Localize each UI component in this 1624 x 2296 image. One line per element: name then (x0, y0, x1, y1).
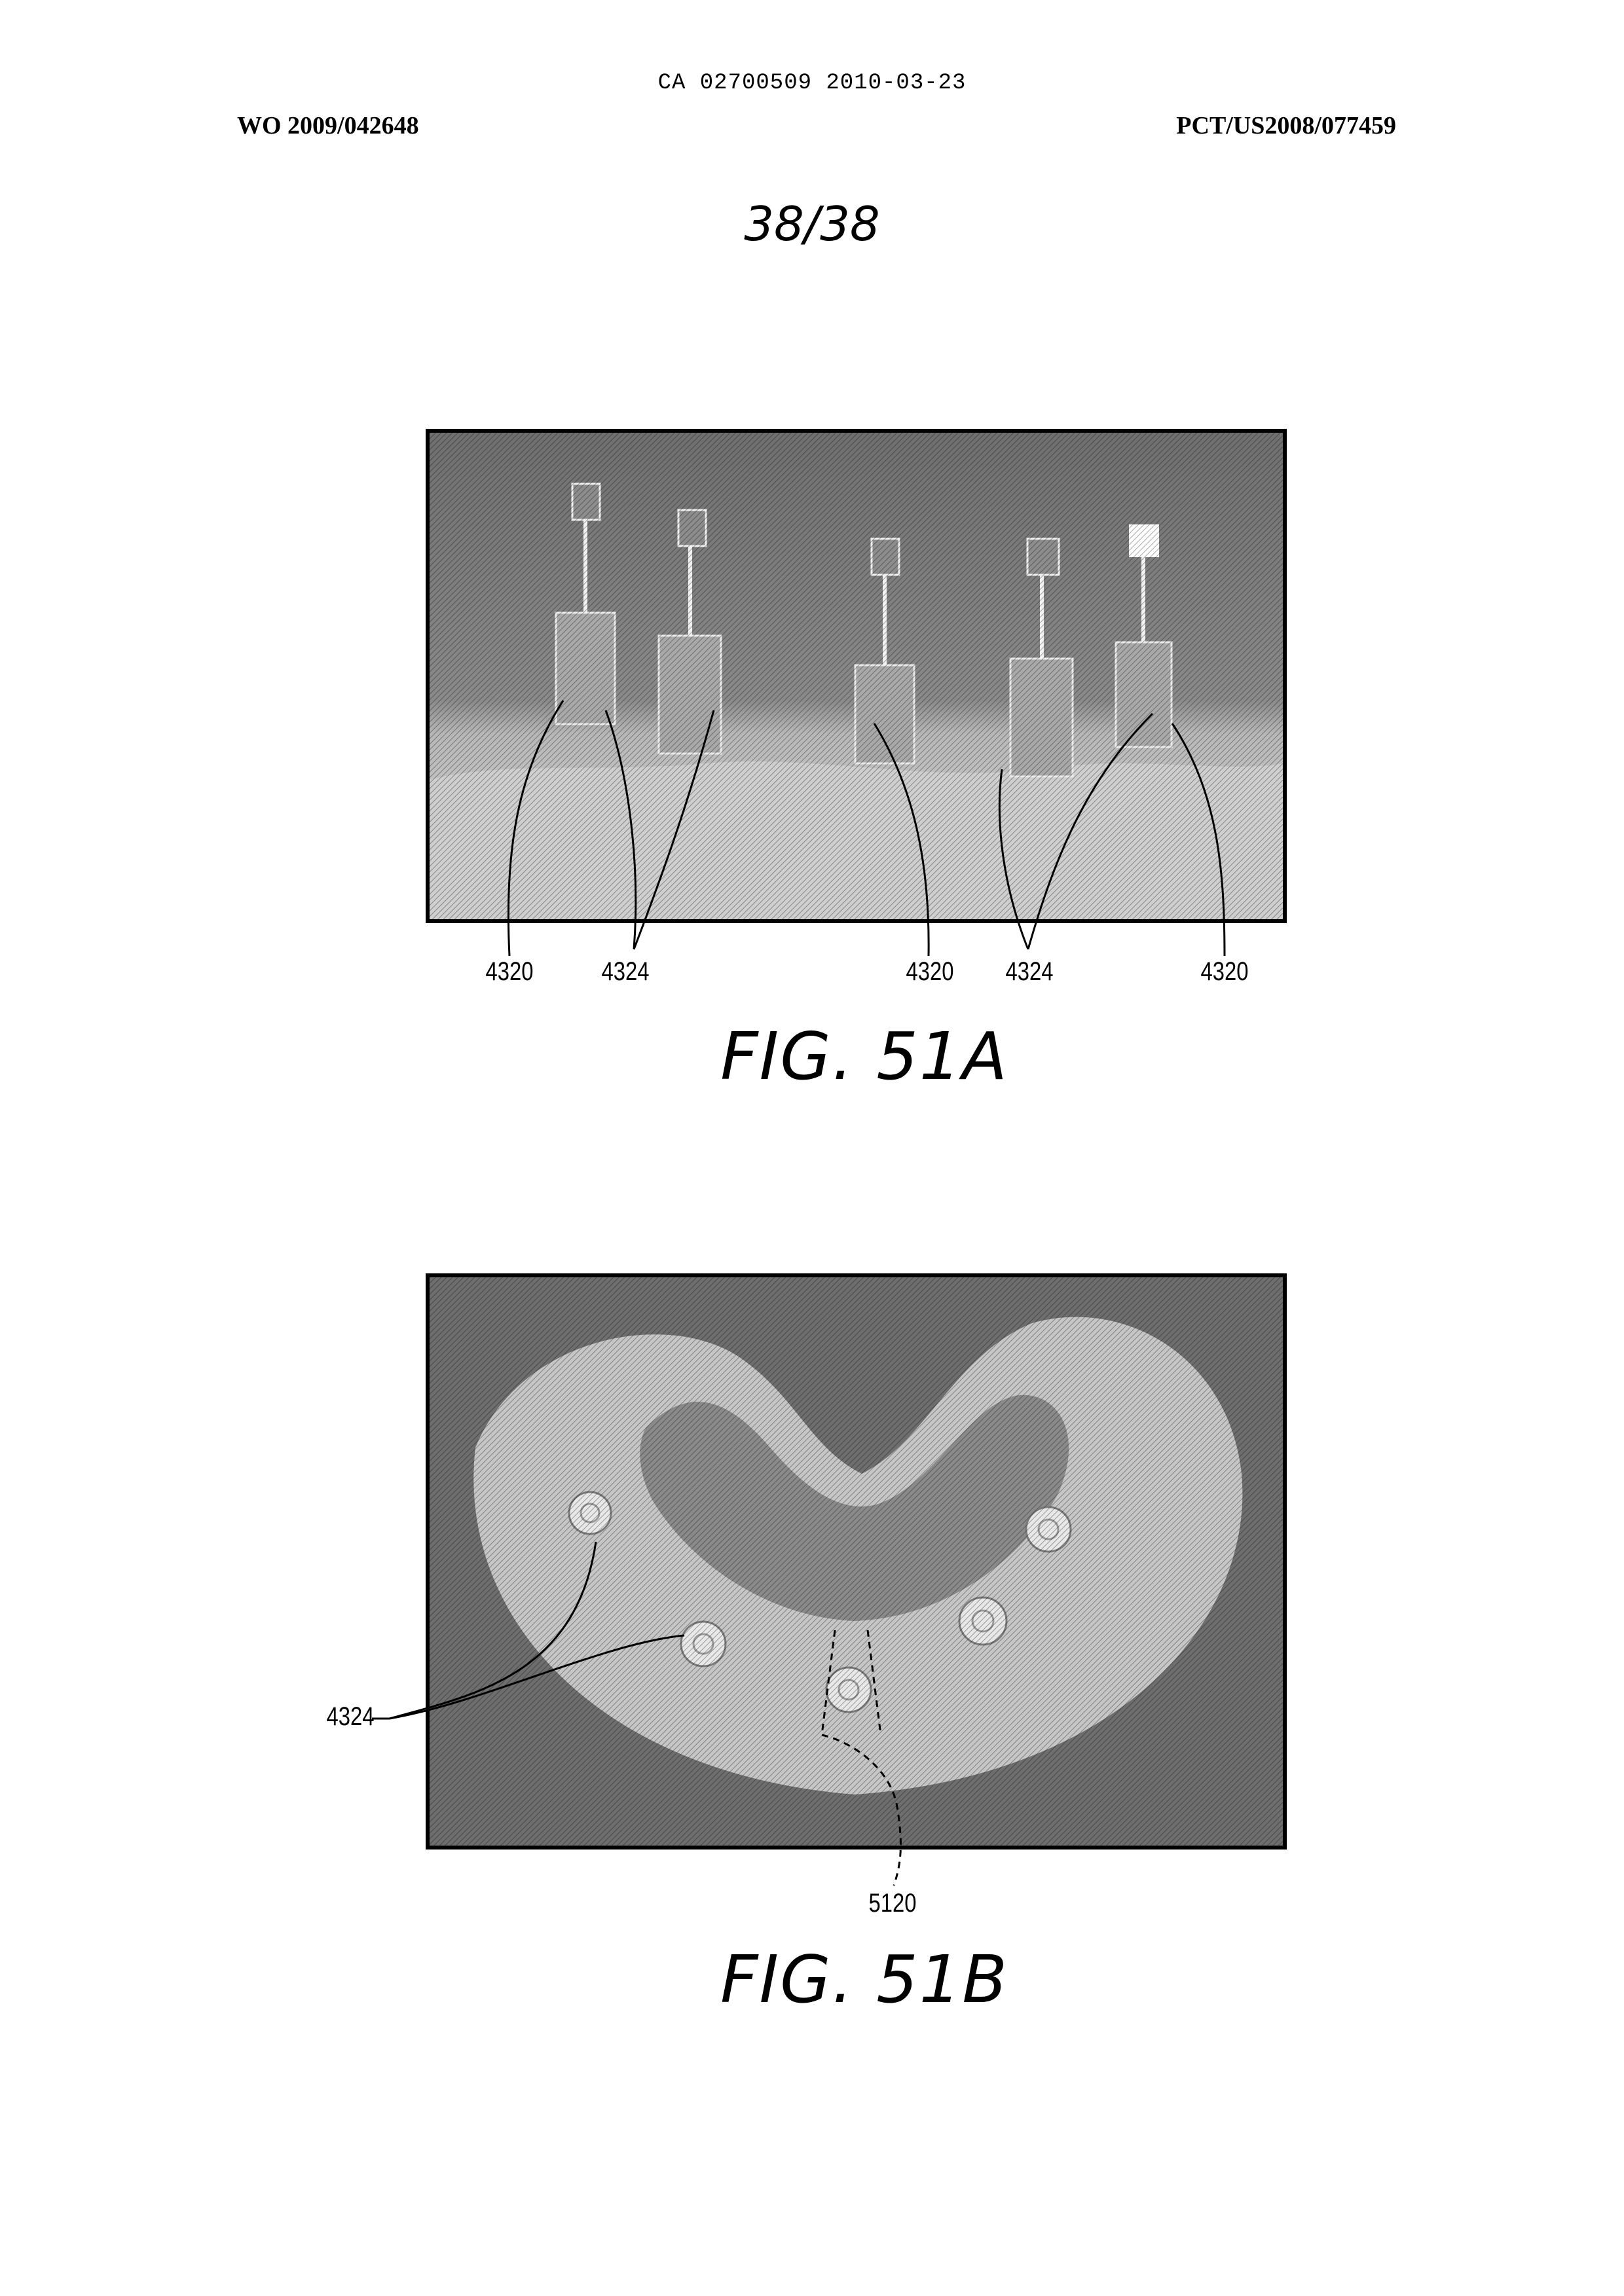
ref-label-4324-51b: 4324 (313, 1702, 388, 1732)
figure-51b-caption: FIG. 51B (0, 1941, 1624, 2018)
ref-label-5120: 5120 (855, 1889, 931, 1918)
